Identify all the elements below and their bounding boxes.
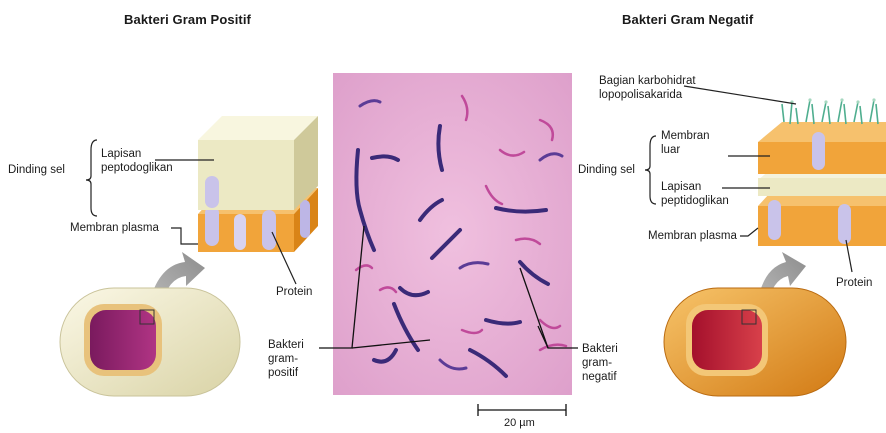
- protein-shape: [838, 204, 851, 244]
- lps-strands: [782, 100, 878, 124]
- scale-label: 20 µm: [504, 417, 535, 429]
- protein-shape: [205, 206, 219, 246]
- protein-shape: [768, 200, 781, 240]
- lps-label: Bagian karbohidrat lopopolisakarida: [599, 74, 729, 102]
- peptidoglycan-label-negative: Lapisan peptidoglikan: [661, 180, 723, 208]
- cell-wall-label-negative: Dinding sel: [578, 163, 635, 177]
- outer-membrane-label: Membran luar: [661, 129, 721, 157]
- scale-bar: [478, 404, 566, 416]
- membrane-leader: [740, 228, 758, 236]
- protein-shape: [205, 176, 219, 208]
- membrane-leader: [171, 228, 198, 244]
- gram-negative-cell: [664, 288, 846, 396]
- cell-wall-bracket: [645, 136, 656, 204]
- plasma-membrane-label-negative: Membran plasma: [648, 229, 737, 243]
- protein-shape: [234, 214, 246, 250]
- gram-positive-bacteria-label: Bakteri gram-positif: [268, 338, 320, 380]
- peptidoglycan-label: Lapisan peptodoglikan: [101, 147, 161, 175]
- protein-shape: [300, 200, 310, 238]
- micrograph: [319, 73, 578, 416]
- gram-positive-cell: [60, 288, 240, 396]
- protein-shape: [812, 132, 825, 170]
- gram-negative-bacteria-label: Bakteri gram-negatif: [582, 342, 634, 384]
- protein-label-negative: Protein: [836, 276, 872, 290]
- protein-shape: [262, 210, 276, 250]
- protein-label: Protein: [276, 285, 312, 299]
- plasma-membrane-label: Membran plasma: [70, 221, 159, 235]
- cell-wall-label: Dinding sel: [8, 163, 65, 177]
- cell-wall-bracket: [86, 140, 97, 216]
- peptidoglycan-block: [198, 116, 318, 210]
